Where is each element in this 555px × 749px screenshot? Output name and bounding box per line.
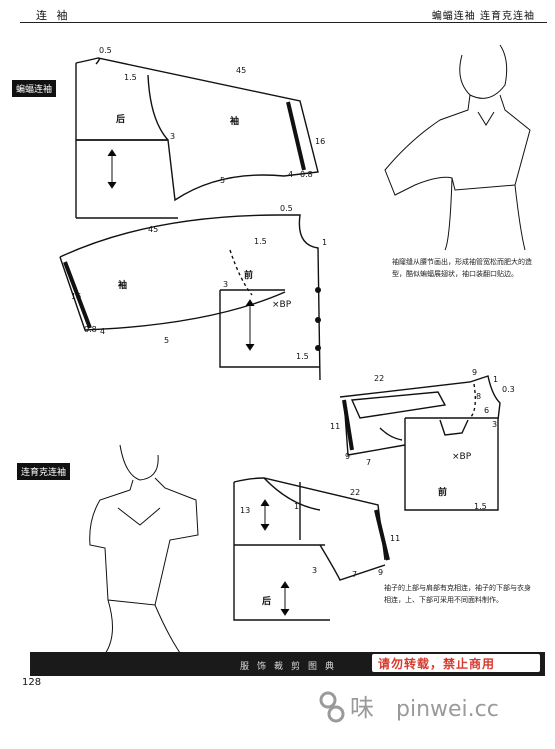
watermark-mark-char: 味 xyxy=(350,694,374,722)
dim-bf-6: 0.8 xyxy=(84,325,97,334)
label-front-yoke: 前 xyxy=(438,488,448,498)
dim-bb-7: 0.8 xyxy=(300,170,313,179)
dim-bb-4: 16 xyxy=(315,137,326,146)
dim-bb-6: 4 xyxy=(288,170,294,179)
blouse-illustration-yoke xyxy=(89,444,199,661)
label-bp-batwing: ×BP xyxy=(272,300,292,310)
header-chapter: 连 袖 xyxy=(36,9,71,22)
dim-yf-5: 8 xyxy=(476,392,482,401)
section-tag-yoke: 连育克连袖 xyxy=(17,463,71,480)
label-sleeve-batwing-back: 袖 xyxy=(230,117,240,127)
label-back-yoke: 后 xyxy=(262,597,272,607)
section-tag-batwing: 蝙蝠连袖 xyxy=(12,80,57,97)
dim-yb-4: 3 xyxy=(312,566,318,575)
watermark-brand: pinwei.cc xyxy=(396,697,499,722)
label-sleeve-batwing-front: 袖 xyxy=(118,281,128,291)
batwing-back-pattern xyxy=(75,57,319,219)
dim-yf-8: 9 xyxy=(345,452,351,461)
watermark-logo-icon: 味 xyxy=(319,691,374,723)
dim-bf-4: 3 xyxy=(223,280,229,289)
batwing-front-pattern xyxy=(59,214,321,381)
dim-bf-9: 1.5 xyxy=(296,352,309,361)
dim-bb-5: 5 xyxy=(220,176,226,185)
dim-yb-2: 13 xyxy=(240,506,251,515)
dim-yf-2: 1 xyxy=(493,375,499,384)
dim-yf-0: 22 xyxy=(374,374,385,383)
copyright-stamp xyxy=(372,654,540,672)
dim-yf-9: 7 xyxy=(366,458,372,467)
dim-yf-6: 6 xyxy=(484,406,490,415)
dim-bf-1: 45 xyxy=(148,225,159,234)
header-section-titles: 蝙蝠连袖 连育克连袖 xyxy=(431,11,535,22)
copyright-stamp-text: 请勿转载，禁止商用 xyxy=(378,657,496,671)
header-rule xyxy=(20,22,547,23)
dim-bb-0: 0.5 xyxy=(99,46,112,55)
dim-bb-1: 1.5 xyxy=(124,73,137,82)
dim-yf-7: 3 xyxy=(492,420,498,429)
footer-book-title: 服饰裁剪图典 xyxy=(240,662,343,672)
dim-bf-5: 16 xyxy=(71,292,82,301)
note-batwing: 袖窿缝从腰节画出，形成袖管宽松而肥大的造型，酷似蝙蝠展翅状，袖口装翻口贴边。 xyxy=(392,258,532,278)
blouse-illustration-batwing xyxy=(384,44,531,251)
label-bp-yoke: ×BP xyxy=(452,452,472,462)
yoke-front-pattern xyxy=(339,375,501,511)
dim-yf-4: 11 xyxy=(330,422,341,431)
dim-yf-1: 9 xyxy=(472,368,478,377)
dim-bf-3: 1 xyxy=(322,238,328,247)
dim-bf-8: 5 xyxy=(164,336,170,345)
dim-bb-3: 3 xyxy=(170,132,176,141)
dim-yf-10: 1.5 xyxy=(474,502,487,511)
dim-yb-0: 1 xyxy=(294,502,300,511)
page-number: 128 xyxy=(22,677,42,688)
dim-yb-1: 22 xyxy=(350,488,361,497)
dim-bb-2: 45 xyxy=(236,66,247,75)
dim-bf-7: 4 xyxy=(100,327,106,336)
dim-bf-2: 1.5 xyxy=(254,237,267,246)
dim-yf-3: 0.3 xyxy=(502,385,515,394)
dim-yb-6: 9 xyxy=(378,568,384,577)
label-front-batwing: 前 xyxy=(244,271,254,281)
label-back-batwing: 后 xyxy=(116,115,126,125)
yoke-back-pattern xyxy=(233,477,390,621)
note-yoke: 袖子的上部与肩部有克相连，袖子的下部与衣身相连，上、下部可采用不同面料制作。 xyxy=(384,584,531,604)
dim-yb-3: 11 xyxy=(390,534,401,543)
dim-bf-0: 0.5 xyxy=(280,204,293,213)
dim-yb-5: 7 xyxy=(352,570,358,579)
